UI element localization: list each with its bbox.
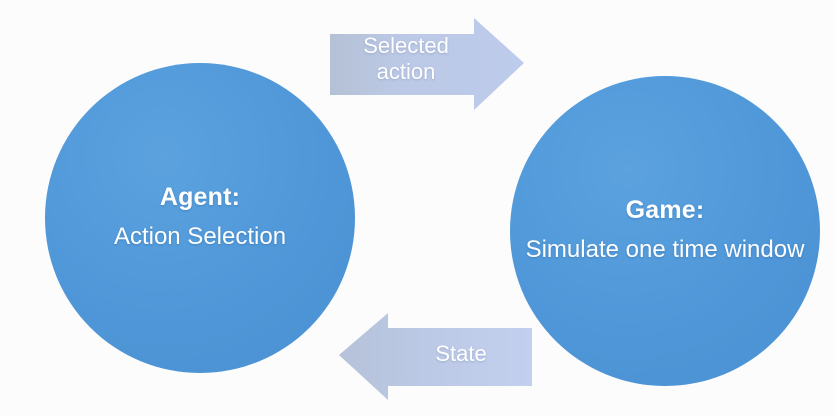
node-agent-title: Agent: bbox=[159, 183, 241, 212]
arrow-state bbox=[336, 310, 536, 406]
node-agent: Agent: Action Selection bbox=[45, 63, 355, 373]
arrow-left-icon bbox=[339, 313, 532, 400]
node-agent-body: Action Selection bbox=[113, 223, 287, 251]
node-game-body: Simulate one time window bbox=[525, 236, 805, 264]
node-game-title: Game: bbox=[625, 196, 705, 225]
arrow-right-icon bbox=[330, 18, 524, 110]
node-game: Game: Simulate one time window bbox=[510, 76, 820, 386]
arrow-selected-action bbox=[328, 14, 534, 126]
